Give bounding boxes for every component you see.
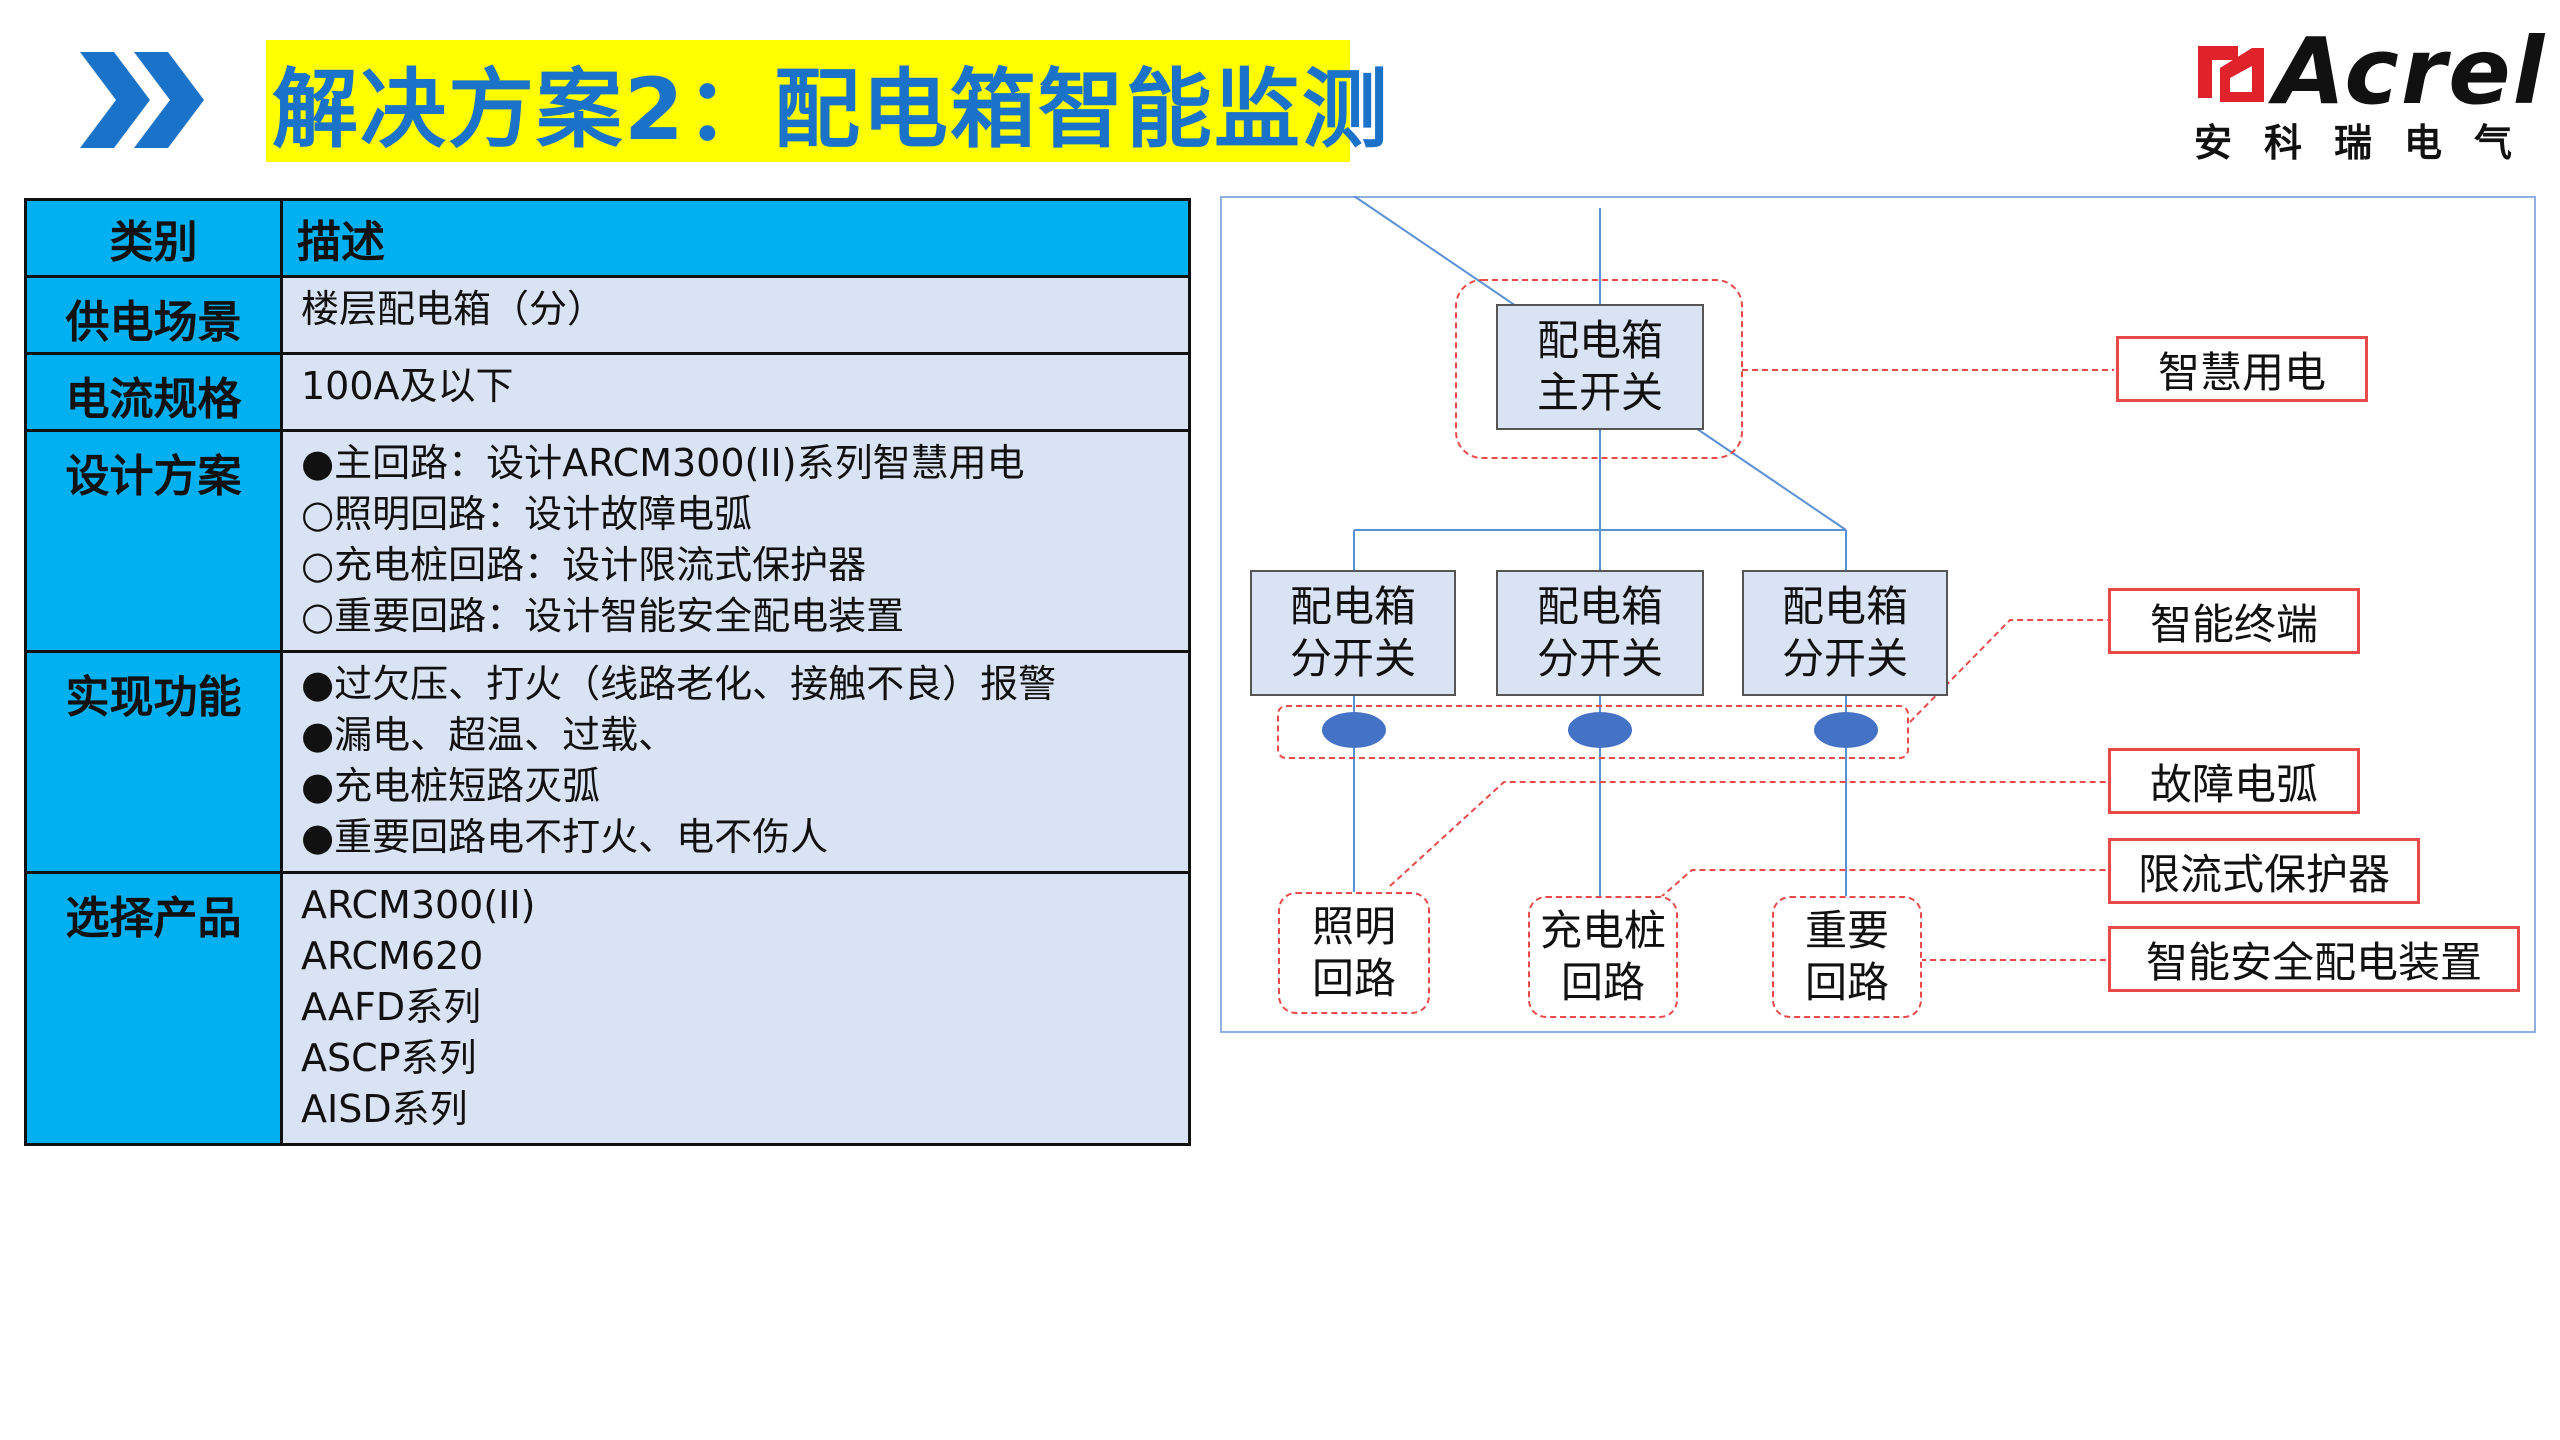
description-line: 楼层配电箱（分） bbox=[301, 287, 606, 331]
branch-switch-line1: 配电箱 bbox=[1536, 582, 1663, 631]
tag-smart-terminal: 智能终端 bbox=[2108, 588, 2360, 654]
row-category: 设计方案 bbox=[24, 429, 283, 653]
circuit-line2: 回路 bbox=[1560, 958, 1645, 1007]
description-line: AAFD系列 bbox=[301, 985, 482, 1029]
sensor-node bbox=[1814, 712, 1878, 748]
main-switch-box: 配电箱 主开关 bbox=[1496, 304, 1704, 430]
leader-arc-fault bbox=[1389, 781, 2108, 887]
distribution-diagram: 配电箱 主开关 配电箱 分开关 配电箱 分开关 配电箱 分开关 照明 回路 充电… bbox=[1220, 196, 2538, 1036]
description-line: ●充电桩短路灭弧 bbox=[301, 764, 601, 808]
diagram-frame bbox=[1220, 196, 2536, 1033]
branch-switch-line1: 配电箱 bbox=[1781, 582, 1908, 631]
circuit-line2: 回路 bbox=[1311, 954, 1396, 1003]
leader-current-limit bbox=[1659, 869, 2108, 899]
circuit-line1: 充电桩 bbox=[1539, 906, 1666, 955]
tag-arc-fault: 故障电弧 bbox=[2108, 748, 2360, 814]
circuit-charging: 充电桩 回路 bbox=[1528, 896, 1678, 1018]
spec-table: 类别 描述 供电场景 楼层配电箱（分） 电流规格 100A及以下 设计方案 ●主… bbox=[24, 198, 1191, 1146]
description-line: ASCP系列 bbox=[301, 1036, 477, 1080]
table-header-row: 类别 描述 bbox=[24, 198, 1191, 278]
circuit-line1: 重要 bbox=[1804, 906, 1889, 955]
tag-safety-device: 智能安全配电装置 bbox=[2108, 926, 2520, 992]
tag-current-limit: 限流式保护器 bbox=[2108, 838, 2420, 904]
branch-switch-line1: 配电箱 bbox=[1289, 582, 1416, 631]
row-category: 实现功能 bbox=[24, 650, 283, 874]
acrel-logo-mark-icon bbox=[2198, 46, 2264, 102]
circuit-important: 重要 回路 bbox=[1772, 896, 1922, 1018]
description-line: ●主回路：设计ARCM300(II)系列智慧用电 bbox=[301, 441, 1025, 485]
table-row: 实现功能 ●过欠压、打火（线路老化、接触不良）报警 ●漏电、超温、过载、 ●充电… bbox=[24, 650, 1191, 874]
row-description: ●主回路：设计ARCM300(II)系列智慧用电 ○照明回路：设计故障电弧 ○充… bbox=[280, 429, 1191, 653]
row-description: 楼层配电箱（分） bbox=[280, 275, 1191, 355]
row-description: ●过欠压、打火（线路老化、接触不良）报警 ●漏电、超温、过载、 ●充电桩短路灭弧… bbox=[280, 650, 1191, 874]
row-description: 100A及以下 bbox=[280, 352, 1191, 432]
table-row: 设计方案 ●主回路：设计ARCM300(II)系列智慧用电 ○照明回路：设计故障… bbox=[24, 429, 1191, 653]
sensor-node bbox=[1322, 712, 1386, 748]
header-description: 描述 bbox=[280, 198, 1191, 278]
description-line: ●漏电、超温、过载、 bbox=[301, 713, 677, 757]
tag-smart-power: 智慧用电 bbox=[2116, 336, 2368, 402]
description-line: 100A及以下 bbox=[301, 364, 514, 408]
branch-switch-line2: 分开关 bbox=[1289, 634, 1416, 683]
description-line: AISD系列 bbox=[301, 1087, 468, 1131]
circuit-line2: 回路 bbox=[1804, 958, 1889, 1007]
table-row: 选择产品 ARCM300(II) ARCM620 AAFD系列 ASCP系列 A… bbox=[24, 871, 1191, 1146]
row-category: 供电场景 bbox=[24, 275, 283, 355]
circuit-lighting: 照明 回路 bbox=[1278, 892, 1430, 1014]
sensor-node bbox=[1568, 712, 1632, 748]
branch-switch-box: 配电箱 分开关 bbox=[1250, 570, 1456, 696]
page-title: 解决方案2：配电箱智能监测 bbox=[272, 59, 1390, 160]
diagram-connectors bbox=[1220, 196, 2536, 1033]
description-line: ARCM300(II) bbox=[301, 883, 536, 927]
branch-switch-box: 配电箱 分开关 bbox=[1496, 570, 1704, 696]
leader-smart-terminal bbox=[1909, 619, 2108, 723]
description-line: ○重要回路：设计智能安全配电装置 bbox=[301, 594, 905, 638]
table-row: 供电场景 楼层配电箱（分） bbox=[24, 275, 1191, 355]
row-category: 选择产品 bbox=[24, 871, 283, 1146]
row-description: ARCM300(II) ARCM620 AAFD系列 ASCP系列 AISD系列 bbox=[280, 871, 1191, 1146]
logo-subtitle: 安科瑞电气 bbox=[2194, 121, 2545, 165]
table-row: 电流规格 100A及以下 bbox=[24, 352, 1191, 432]
title-banner: 解决方案2：配电箱智能监测 bbox=[266, 40, 1388, 162]
description-line: ●过欠压、打火（线路老化、接触不良）报警 bbox=[301, 662, 1057, 706]
branch-switch-line2: 分开关 bbox=[1781, 634, 1908, 683]
circuit-line1: 照明 bbox=[1311, 902, 1396, 951]
main-switch-line2: 主开关 bbox=[1536, 368, 1663, 417]
main-switch-line1: 配电箱 bbox=[1536, 316, 1663, 365]
company-logo: Acrel 安科瑞电气 bbox=[2180, 18, 2544, 165]
header-category: 类别 bbox=[24, 198, 283, 278]
description-line: ARCM620 bbox=[301, 934, 484, 978]
row-category: 电流规格 bbox=[24, 352, 283, 432]
sensor-dashed-group bbox=[1277, 705, 1909, 759]
branch-switch-box: 配电箱 分开关 bbox=[1742, 570, 1948, 696]
description-line: ●重要回路电不打火、电不伤人 bbox=[301, 815, 829, 859]
description-line: ○照明回路：设计故障电弧 bbox=[301, 492, 753, 536]
logo-brand: Acrel bbox=[2274, 18, 2547, 125]
description-line: ○充电桩回路：设计限流式保护器 bbox=[301, 543, 867, 587]
branch-switch-line2: 分开关 bbox=[1536, 634, 1663, 683]
double-chevron-icon bbox=[80, 52, 210, 148]
